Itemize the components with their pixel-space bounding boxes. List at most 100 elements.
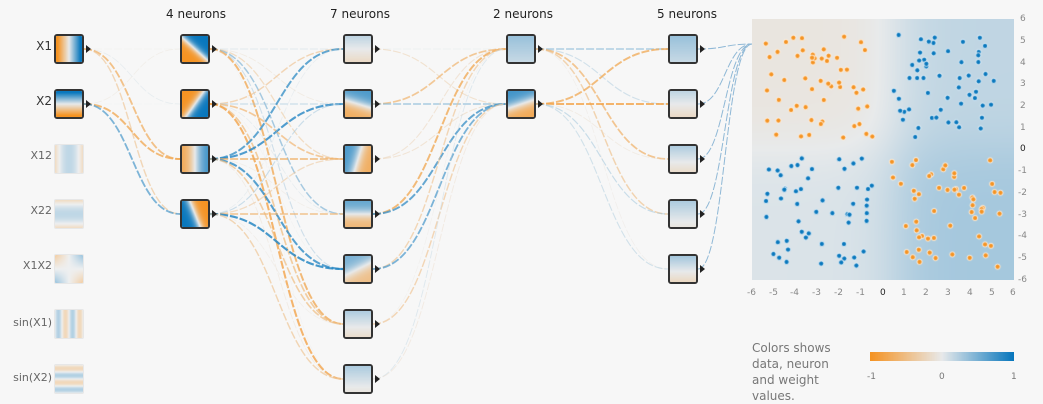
weight-link[interactable]	[372, 48, 507, 270]
x-axis-tick: 1	[901, 288, 907, 298]
output-notch-icon	[375, 45, 380, 53]
input-node-x2[interactable]	[54, 89, 84, 119]
weight-link[interactable]	[535, 103, 669, 160]
layer4-neuron-2[interactable]	[668, 89, 698, 119]
weight-link[interactable]	[209, 102, 344, 161]
output-notch-icon	[700, 45, 705, 53]
input-node-x1x2[interactable]	[54, 254, 84, 284]
output-notch-icon	[538, 45, 543, 53]
weight-link[interactable]	[209, 103, 344, 215]
feature-label-sin-x2: sin(X2)	[13, 371, 52, 384]
layer2-neuron-2[interactable]	[343, 89, 373, 119]
weight-link[interactable]	[697, 43, 753, 270]
layer2-neuron-4[interactable]	[343, 199, 373, 229]
feature-label-x2-squared: X22	[30, 204, 52, 217]
x-axis-tick: 6	[1010, 288, 1016, 298]
weight-link[interactable]	[535, 48, 669, 105]
weight-link[interactable]	[372, 103, 507, 270]
x-axis-tick: -4	[790, 288, 799, 298]
input-node-sin-x2[interactable]	[54, 364, 84, 394]
weight-link[interactable]	[209, 48, 344, 105]
layer4-neuron-3[interactable]	[668, 144, 698, 174]
y-axis-tick: 2	[1020, 101, 1026, 111]
input-node-x1-squared[interactable]	[54, 144, 84, 174]
output-plot[interactable]	[752, 19, 1014, 280]
weight-link[interactable]	[209, 158, 344, 380]
output-notch-icon	[375, 155, 380, 163]
y-axis-tick: 5	[1020, 36, 1026, 46]
layer2-title: 7 neurons	[330, 7, 390, 21]
legend-tick-min: -1	[867, 372, 876, 382]
layer1-neuron-4[interactable]	[180, 199, 210, 229]
output-notch-icon	[375, 375, 380, 383]
layer2-neuron-5[interactable]	[343, 254, 373, 284]
output-notch-icon	[375, 210, 380, 218]
x-axis-tick: 3	[945, 288, 951, 298]
weight-link[interactable]	[372, 48, 507, 380]
y-axis-tick: -5	[1018, 253, 1027, 263]
color-legend-text: Colors shows data, neuron and weight val…	[752, 341, 831, 403]
y-axis-tick: 3	[1020, 79, 1026, 89]
weight-link[interactable]	[372, 48, 507, 325]
feature-label-x1: X1	[36, 39, 52, 53]
weight-link[interactable]	[535, 103, 669, 270]
input-node-sin-x1[interactable]	[54, 309, 84, 339]
layer1-title: 4 neurons	[166, 7, 226, 21]
y-axis-tick: -4	[1018, 231, 1027, 241]
weight-link[interactable]	[209, 47, 344, 161]
layer2-neuron-7[interactable]	[343, 364, 373, 394]
layer3-neuron-1[interactable]	[506, 34, 536, 64]
layer4-neuron-1[interactable]	[668, 34, 698, 64]
weight-link[interactable]	[83, 48, 181, 105]
x-axis-tick: -2	[834, 288, 843, 298]
weight-link[interactable]	[697, 43, 753, 160]
x-axis-tick: -6	[747, 288, 756, 298]
feature-label-x1-squared: X12	[30, 149, 52, 162]
y-axis-tick: 6	[1020, 14, 1026, 24]
weight-link[interactable]	[372, 48, 507, 160]
weight-link[interactable]	[83, 103, 181, 160]
output-notch-icon	[212, 100, 217, 108]
layer2-neuron-3[interactable]	[343, 144, 373, 174]
layer2-neuron-1[interactable]	[343, 34, 373, 64]
feature-label-x1x2: X1X2	[22, 259, 52, 272]
x-axis-tick: 2	[923, 288, 929, 298]
layer3-neuron-2[interactable]	[506, 89, 536, 119]
output-notch-icon	[86, 45, 91, 53]
weight-link[interactable]	[697, 43, 753, 105]
weight-link[interactable]	[372, 48, 507, 105]
x-axis-tick: 4	[967, 288, 973, 298]
output-notch-icon	[700, 265, 705, 273]
layer2-neuron-6[interactable]	[343, 309, 373, 339]
weight-link[interactable]	[372, 48, 507, 215]
weight-link[interactable]	[209, 48, 344, 215]
weight-link[interactable]	[209, 212, 344, 271]
input-node-x2-squared[interactable]	[54, 199, 84, 229]
input-node-x1[interactable]	[54, 34, 84, 64]
weight-link[interactable]	[535, 48, 669, 215]
layer1-neuron-3[interactable]	[180, 144, 210, 174]
weight-link[interactable]	[209, 213, 344, 325]
weight-link[interactable]	[83, 103, 181, 215]
layer4-neuron-5[interactable]	[668, 254, 698, 284]
weight-link[interactable]	[372, 103, 507, 325]
output-notch-icon	[700, 210, 705, 218]
weight-link[interactable]	[372, 103, 507, 380]
output-notch-icon	[212, 155, 217, 163]
layer1-neuron-1[interactable]	[180, 34, 210, 64]
weight-link[interactable]	[209, 213, 344, 380]
y-axis-tick: -3	[1018, 210, 1027, 220]
y-axis-tick: -2	[1018, 188, 1027, 198]
layer4-neuron-4[interactable]	[668, 199, 698, 229]
weight-link[interactable]	[83, 48, 181, 105]
layer1-neuron-2[interactable]	[180, 89, 210, 119]
weight-link[interactable]	[83, 48, 181, 160]
x-axis-tick: -3	[812, 288, 821, 298]
weight-link[interactable]	[209, 158, 344, 215]
weight-link[interactable]	[697, 43, 753, 215]
layer3-title: 2 neurons	[493, 7, 553, 21]
y-axis-tick: -6	[1018, 275, 1027, 285]
weight-link[interactable]	[535, 103, 669, 215]
output-notch-icon	[212, 210, 217, 218]
